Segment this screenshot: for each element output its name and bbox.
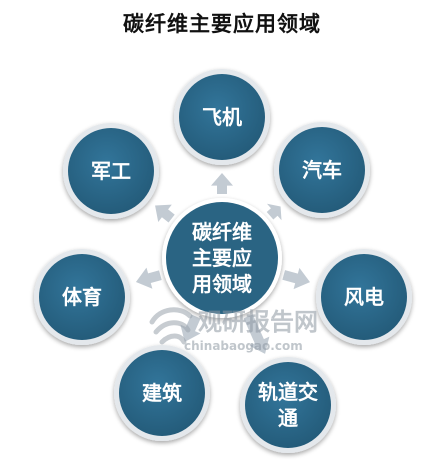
node-label: 风电 xyxy=(344,285,384,309)
node-label: 汽车 xyxy=(302,158,342,182)
node-sports: 体育 xyxy=(34,249,130,345)
diagram-title: 碳纤维主要应用领域 xyxy=(123,11,321,36)
node-automobile: 汽车 xyxy=(274,122,370,218)
center-circle xyxy=(166,202,278,314)
node-circle xyxy=(39,254,125,340)
watermark-brand: 观研报告网 xyxy=(198,308,318,336)
arrow-military xyxy=(155,204,175,223)
arrow-rail-transit xyxy=(243,314,270,354)
node-label: 体育 xyxy=(62,285,102,309)
node-construction: 建筑 xyxy=(114,345,210,441)
watermark-url: chinabaogao.com xyxy=(184,339,303,353)
watermark-layer: 观研报告网 chinabaogao.com xyxy=(149,307,318,353)
node-circle xyxy=(119,350,205,436)
arrow-automobile xyxy=(266,203,282,221)
node-circle xyxy=(179,74,265,160)
arrow-construction xyxy=(180,314,201,342)
node-label: 通 xyxy=(278,406,298,430)
center-label: 用领域 xyxy=(192,272,252,296)
node-circle xyxy=(68,128,154,214)
node-label: 建筑 xyxy=(142,381,182,405)
watermark-logo-icon xyxy=(149,307,193,345)
arrow-aircraft xyxy=(211,173,233,194)
node-circle xyxy=(321,254,407,340)
arrow-layer xyxy=(135,173,310,354)
node-circle xyxy=(279,127,365,213)
node-circle xyxy=(245,362,331,448)
node-aircraft: 飞机 xyxy=(174,69,270,165)
node-label: 轨道交 xyxy=(258,380,318,404)
node-military: 军工 xyxy=(63,123,159,219)
node-label: 军工 xyxy=(91,159,131,183)
arrow-sports xyxy=(135,267,162,289)
arrow-wind-power xyxy=(282,267,310,290)
center-label: 碳纤维 xyxy=(192,220,252,244)
center-layer: 碳纤维主要应用领域 xyxy=(162,198,282,318)
node-wind-power: 风电 xyxy=(316,249,412,345)
center-label: 主要应 xyxy=(192,246,252,270)
node-label: 飞机 xyxy=(202,105,242,129)
